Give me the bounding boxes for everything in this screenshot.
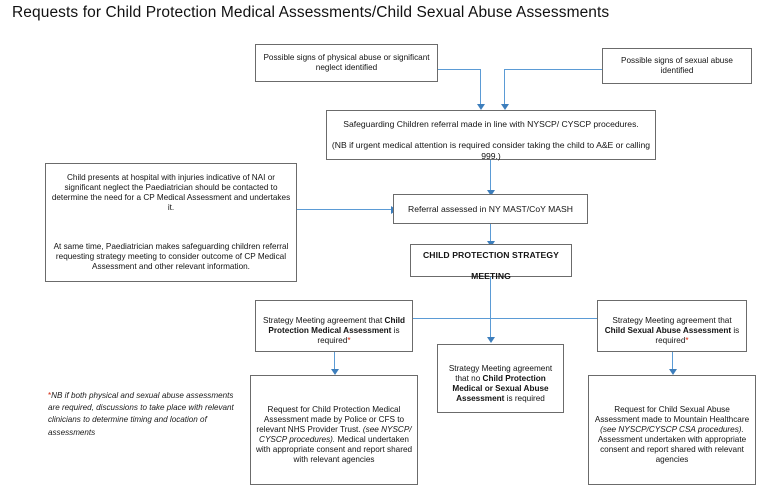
node-request-cp-medical-assessment[interactable]: Request for Child Protection Medical Ass… (250, 375, 418, 485)
node-safeguarding-referral[interactable]: Safeguarding Children referral made in l… (326, 109, 656, 161)
footnote-asterisk: * (48, 391, 52, 401)
node-request-csa-assessment[interactable]: Request for Child Sexual Abuse Assessmen… (588, 375, 756, 485)
arrow-sexual-to-safeguarding (501, 104, 509, 110)
node-agreement-cp-medical-required[interactable]: Strategy Meeting agreement that Child Pr… (255, 300, 413, 352)
arrow-agreement-csa-to-request (669, 369, 677, 375)
connector-strategy-branch-h (338, 318, 643, 320)
connector-referral-to-strategy (490, 224, 492, 244)
connector-hospital-to-referral (297, 209, 393, 211)
agreement-csa-prefix: Strategy Meeting agreement that (612, 316, 732, 325)
node-possible-sexual-abuse-label: Possible signs of sexual abuse identifie… (621, 56, 733, 75)
node-request-csa-label: Request for Child Sexual Abuse Assessmen… (593, 395, 751, 465)
agreement-csa-suffix: is required (655, 326, 740, 345)
footnote-text: NB if both physical and sexual abuse ass… (48, 391, 234, 437)
safeguarding-line-1: Safeguarding Children referral made in l… (343, 119, 639, 130)
request-csa-part-1: Request for Child Sexual Abuse Assessmen… (594, 405, 750, 424)
hospital-paragraph-1: Child presents at hospital with injuries… (51, 173, 291, 212)
connector-physical-to-safeguarding-h (438, 69, 481, 71)
node-strategy-meeting-label: CHILD PROTECTION STRATEGY MEETING (415, 240, 567, 282)
request-csa-italic: (see NYSCP/CYSCP CSA procedures). (600, 425, 744, 434)
node-referral-assessed-label: Referral assessed in NY MAST/CoY MASH (408, 203, 573, 214)
node-agreement-csa-required[interactable]: Strategy Meeting agreement that Child Se… (597, 300, 747, 352)
agreement-csa-emphasis: Child Sexual Abuse Assessment (604, 326, 732, 335)
arrow-physical-to-safeguarding (477, 104, 485, 110)
connector-sexual-to-safeguarding-v (504, 69, 506, 107)
arrow-strategy-to-none (487, 337, 495, 343)
node-safeguarding-referral-label: Safeguarding Children referral made in l… (331, 109, 651, 161)
connector-safeguarding-to-referral (490, 160, 492, 193)
request-cp-part-1: Request for Child Protection Medical Ass… (256, 405, 405, 434)
node-request-cp-medical-label: Request for Child Protection Medical Ass… (255, 395, 413, 465)
footnote: *NB if both physical and sexual abuse as… (48, 378, 244, 439)
agreement-cp-prefix: Strategy Meeting agreement that (263, 316, 385, 325)
node-agreement-no-assessment[interactable]: Strategy Meeting agreement that no Child… (437, 344, 564, 413)
arrow-agreement-cp-to-request (331, 369, 339, 375)
agreement-none-suffix: is required (504, 393, 545, 403)
page-title: Requests for Child Protection Medical As… (12, 4, 610, 21)
node-child-protection-strategy-meeting[interactable]: CHILD PROTECTION STRATEGY MEETING (410, 244, 572, 281)
request-csa-part-2: Assessment undertaken with appropriate c… (597, 435, 747, 464)
strategy-meeting-line-2: MEETING (471, 270, 511, 281)
node-hospital-presentation-label: Child presents at hospital with injuries… (50, 163, 292, 282)
node-agreement-cp-medical-label: Strategy Meeting agreement that Child Pr… (260, 306, 408, 346)
node-referral-assessed[interactable]: Referral assessed in NY MAST/CoY MASH (393, 194, 588, 224)
connector-strategy-down (490, 277, 492, 340)
arrow-safeguarding-to-referral (487, 190, 495, 196)
connector-physical-to-safeguarding-v (480, 69, 482, 107)
agreement-cp-suffix: is required (317, 326, 400, 345)
agreement-csa-asterisk: * (685, 336, 689, 345)
node-possible-physical-abuse[interactable]: Possible signs of physical abuse or sign… (255, 44, 438, 82)
node-agreement-no-assessment-label: Strategy Meeting agreement that no Child… (442, 354, 559, 404)
request-cp-italic: (see NYSCP/ CYSCP procedures). (259, 425, 412, 444)
connector-agreement-csa-to-request (672, 352, 674, 372)
connector-sexual-to-safeguarding-h (504, 69, 602, 71)
node-possible-sexual-abuse[interactable]: Possible signs of sexual abuse identifie… (602, 48, 752, 84)
agreement-none-emphasis: Child Protection Medical or Sexual Abuse… (452, 373, 549, 403)
node-hospital-presentation[interactable]: Child presents at hospital with injuries… (45, 163, 297, 282)
request-cp-part-2: Medical undertaken with appropriate cons… (255, 435, 413, 464)
agreement-cp-emphasis: Child Protection Medical Assessment (268, 316, 405, 335)
hospital-paragraph-spacer (50, 223, 292, 232)
connector-agreement-cp-to-request (334, 352, 336, 372)
node-possible-physical-abuse-label: Possible signs of physical abuse or sign… (263, 53, 430, 72)
agreement-none-prefix: Strategy Meeting agreement that no (448, 363, 553, 383)
agreement-cp-asterisk: * (347, 336, 351, 345)
safeguarding-line-2: (NB if urgent medical attention is requi… (331, 140, 651, 161)
strategy-meeting-line-1: CHILD PROTECTION STRATEGY (422, 250, 560, 261)
hospital-paragraph-2: At same time, Paediatrician makes safegu… (53, 242, 289, 271)
node-agreement-csa-label: Strategy Meeting agreement that Child Se… (602, 306, 742, 346)
